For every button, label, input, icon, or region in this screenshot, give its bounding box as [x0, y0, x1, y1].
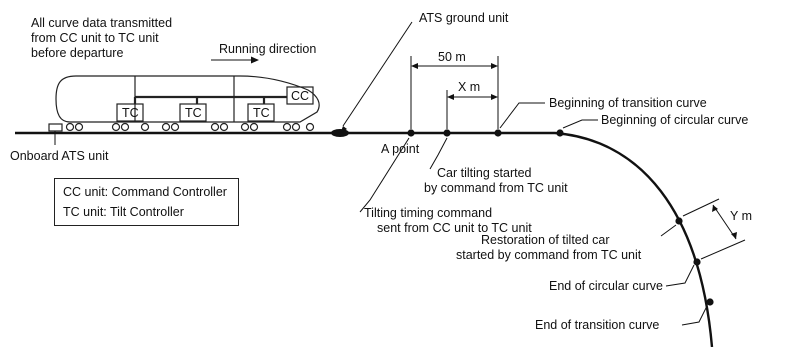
arrowhead [411, 63, 418, 69]
running-direction-label: Running direction [219, 42, 316, 56]
timing-command-line2: sent from CC unit to TC unit [377, 221, 532, 235]
arrowhead [712, 205, 718, 212]
tc-label-2: TC [185, 106, 202, 120]
distance-50m-label: 50 m [438, 50, 466, 64]
arrowhead [340, 126, 347, 134]
transition-begin-label: Beginning of transition curve [549, 96, 707, 110]
arrowhead [447, 94, 454, 100]
curve-data-note-line3: before departure [31, 46, 123, 60]
arrowhead [491, 63, 498, 69]
transition-end-marker [706, 298, 714, 306]
arrowhead [491, 94, 498, 100]
wheel [282, 122, 292, 132]
restoration-leader [660, 224, 677, 237]
tilt-start-marker [443, 129, 451, 137]
circular-end-leader [665, 264, 695, 287]
tc-label-1: TC [122, 106, 139, 120]
arrowhead [251, 56, 259, 64]
train [48, 75, 320, 132]
wheel [249, 122, 259, 132]
circular-begin-leader [562, 119, 598, 129]
tc-box-1 [116, 103, 144, 122]
tilt-started-line1: Car tilting started [437, 166, 532, 180]
dim-ym-line [712, 204, 737, 240]
wheel [291, 122, 301, 132]
dim-ym-ext-2 [700, 239, 746, 260]
end-transition-label: End of transition curve [535, 318, 659, 332]
onboard-ats-label: Onboard ATS unit [10, 149, 109, 163]
distance-xm-label: X m [458, 80, 480, 94]
wheel [111, 122, 121, 132]
transition-end-leader [681, 305, 708, 326]
curve-data-note-line2: from CC unit to TC unit [31, 31, 159, 45]
restoration-marker [675, 217, 683, 225]
restoration-line1: Restoration of tilted car [481, 233, 610, 247]
wheel [170, 122, 180, 132]
wheel [240, 122, 250, 132]
legend-cc-line: CC unit: Command Controller [63, 185, 227, 199]
arrowhead [731, 232, 737, 239]
cc-box [286, 86, 314, 105]
wheel [161, 122, 171, 132]
a-point-leader [359, 137, 410, 213]
ats-ground-unit-label: ATS ground unit [419, 11, 509, 25]
circular-end-marker [693, 258, 701, 266]
cc-label: CC [291, 89, 309, 103]
dim-ym-ext-1 [682, 198, 720, 217]
tilt-start-leader [429, 137, 448, 170]
wheel [74, 122, 84, 132]
curve-data-note-line1: All curve data transmitted [31, 16, 172, 30]
wheel [120, 122, 130, 132]
ats-ground-unit-marker [331, 129, 349, 137]
onboard-ats-box [48, 123, 63, 132]
timing-command-line1: Tilting timing command [364, 206, 492, 220]
restoration-line2: started by command from TC unit [456, 248, 642, 262]
wheel [65, 122, 75, 132]
wheel [140, 122, 150, 132]
end-circular-label: End of circular curve [549, 279, 663, 293]
a-point-marker [407, 129, 415, 137]
wheel [219, 122, 229, 132]
circular-begin-marker [556, 129, 564, 137]
distance-ym-label: Y m [730, 209, 752, 223]
circular-begin-label: Beginning of circular curve [601, 113, 748, 127]
train-body [55, 75, 320, 123]
legend-box: CC unit: Command Controller TC unit: Til… [54, 178, 239, 226]
tc-box-3 [247, 103, 275, 122]
track-line [15, 131, 714, 347]
tc-label-3: TC [253, 106, 270, 120]
tc-box-2 [179, 103, 207, 122]
a-point-label: A point [381, 142, 420, 156]
legend-tc-line: TC unit: Tilt Controller [63, 205, 184, 219]
tilt-started-line2: by command from TC unit [424, 181, 568, 195]
wheel [305, 122, 315, 132]
transition-begin-leader [499, 102, 545, 129]
transition-begin-marker [494, 129, 502, 137]
wheel [210, 122, 220, 132]
ats-ground-leader [342, 21, 413, 127]
